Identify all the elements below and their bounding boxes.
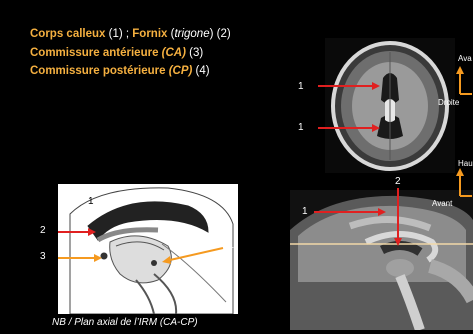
sagittal-label-1: 1 [302, 206, 308, 217]
abbr-cp: (CP) [166, 65, 193, 77]
term-fornix: Fornix [132, 28, 167, 40]
schema-caption: NB / Plan axial de l’IRM (CA-CP) [52, 317, 198, 328]
abbr-ca: (CA) [158, 47, 185, 59]
schema-label-3: 3 [40, 251, 46, 262]
axial-orient-front: Ava [458, 54, 472, 63]
term-number-2: ) (2) [210, 28, 231, 40]
term-commissure-posterieure: Commissure postérieure [30, 65, 166, 77]
term-number-4: (4) [192, 65, 209, 77]
mri-axial-image [325, 38, 455, 173]
axial-label-1a: 1 [298, 81, 304, 92]
sagittal-orient-up: Hau [458, 159, 473, 168]
heading-line-2: Commissure antérieure (CA) (3) [30, 47, 203, 59]
term-number-3: (3) [186, 47, 203, 59]
axial-orient-right: Droite [438, 98, 459, 107]
heading-line-1: Corps calleux (1) ; Fornix (trigone) (2) [30, 28, 231, 40]
mri-sagittal-image [290, 190, 473, 330]
sagittal-label-2: 2 [395, 176, 401, 187]
term-corps-calleux: Corps calleux [30, 28, 105, 40]
heading-line-3: Commissure postérieure (CP) (4) [30, 65, 210, 77]
axial-label-1b: 1 [298, 122, 304, 133]
mri-axial-drawing [325, 38, 455, 173]
schema-label-4: 4 [228, 241, 234, 252]
schema-label-2: 2 [40, 225, 46, 236]
term-number-1: (1) ; [105, 28, 132, 40]
schema-label-1: 1 [88, 196, 94, 207]
term-commissure-anterieure: Commissure antérieure [30, 47, 158, 59]
term-trigone: trigone [174, 28, 209, 40]
brain-schema-drawing [58, 184, 238, 314]
mri-sagittal-drawing [290, 190, 473, 330]
brain-schema-panel: 1 [58, 184, 238, 314]
sagittal-orient-front: Avant [432, 199, 452, 208]
